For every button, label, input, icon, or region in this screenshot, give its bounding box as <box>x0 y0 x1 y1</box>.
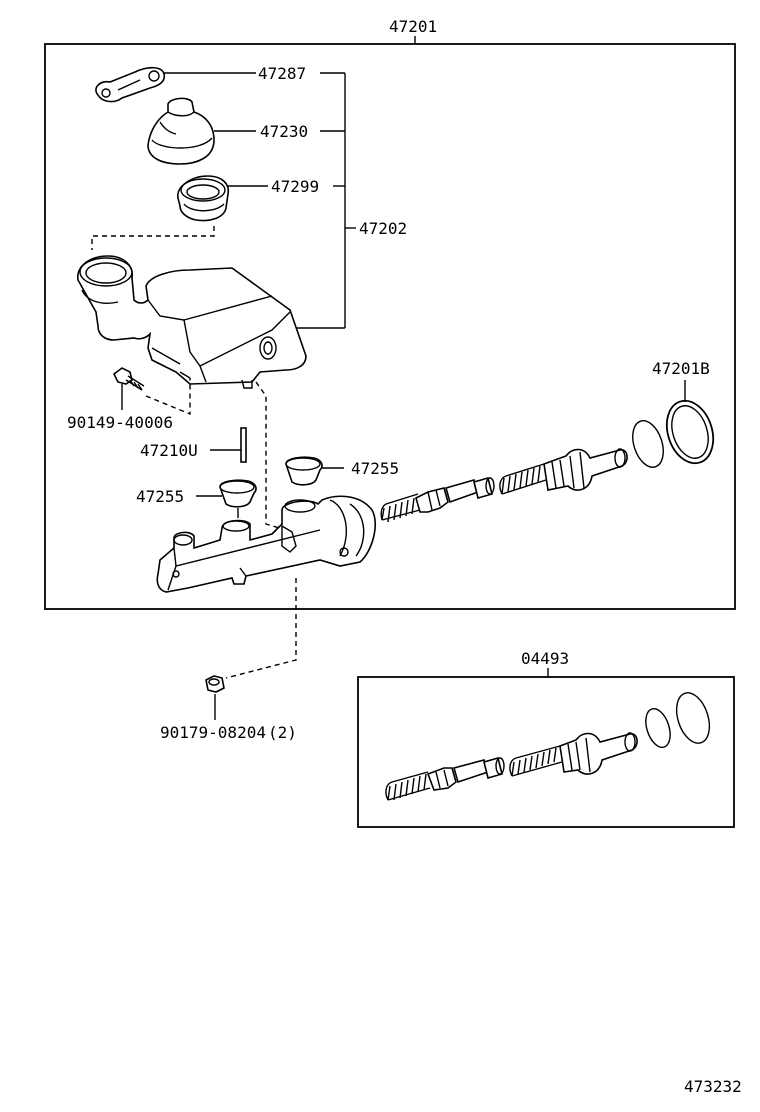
label-grommet-left: 47255 <box>136 487 184 506</box>
label-cap: 47230 <box>260 122 308 141</box>
kit-frame <box>357 668 735 828</box>
label-nut: 90179-08204 <box>160 723 266 742</box>
reservoir-ring-part <box>665 380 715 465</box>
assembly-frame <box>44 36 736 610</box>
reservoir-leader-bracket <box>160 72 356 329</box>
strainer-dashed-line <box>91 226 215 250</box>
label-kit: 04493 <box>521 649 569 668</box>
screw-dashed-line <box>145 378 191 416</box>
grommet-left-part <box>196 479 257 518</box>
kit-piston-set-part <box>385 692 711 801</box>
reservoir-dashed-line <box>255 381 287 531</box>
pin-part <box>210 427 247 463</box>
label-gasket: 47287 <box>258 64 306 83</box>
cap-part <box>147 97 215 165</box>
label-reservoir-ring: 47201B <box>652 359 710 378</box>
piston-set-part <box>380 420 664 523</box>
screw-part <box>112 367 145 410</box>
label-pin: 47210U <box>140 441 198 460</box>
label-strainer: 47299 <box>271 177 319 196</box>
grommet-right-part <box>285 456 344 486</box>
figure-number: 473232 <box>684 1077 742 1096</box>
gasket-part <box>95 66 166 103</box>
nut-dashed-line <box>225 578 297 679</box>
label-nut-qty: (2) <box>268 723 297 742</box>
label-reservoir: 47202 <box>359 219 407 238</box>
cylinder-body-part <box>156 495 376 593</box>
label-grommet-right: 47255 <box>351 459 399 478</box>
reservoir-part <box>77 255 307 389</box>
nut-part <box>205 675 225 720</box>
strainer-part <box>177 175 230 222</box>
label-screw: 90149-40006 <box>67 413 173 432</box>
label-assembly: 47201 <box>389 17 437 36</box>
